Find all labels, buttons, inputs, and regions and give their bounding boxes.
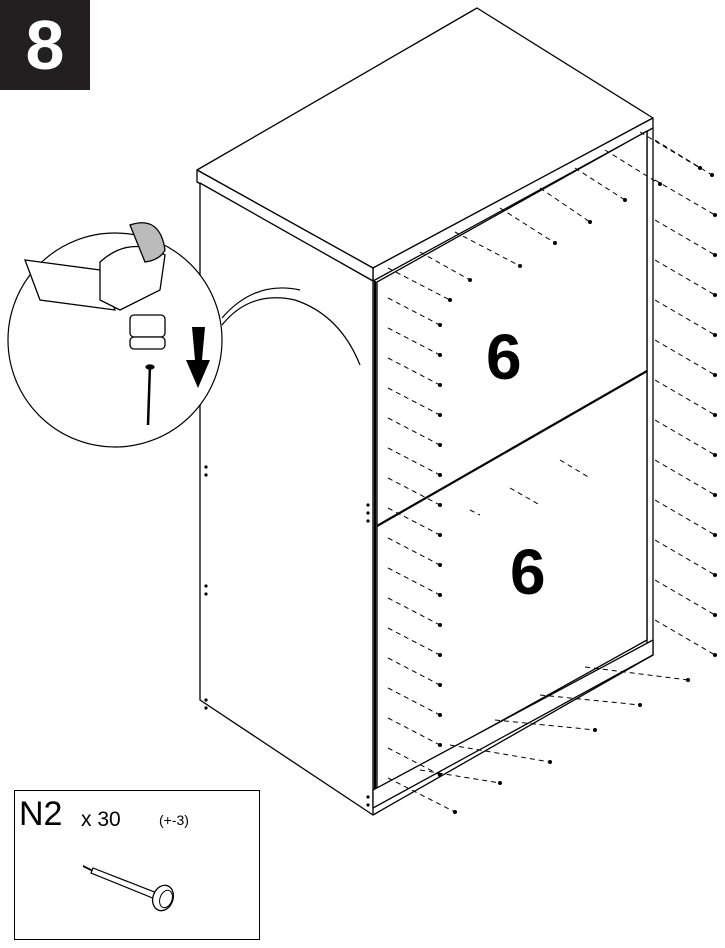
part-spare-count: (+-3)	[159, 812, 189, 828]
parts-callout: N2 x 30 (+-3)	[14, 790, 260, 940]
panel-label-lower: 6	[510, 536, 546, 608]
arrow-down-icon	[186, 327, 210, 388]
hammer-icon	[24, 222, 166, 426]
step-number-badge: 8	[0, 0, 90, 90]
part-quantity: x 30	[81, 808, 121, 831]
nail-icon	[83, 865, 175, 912]
step-number: 8	[25, 6, 65, 84]
nail-heads	[438, 166, 717, 814]
left-side-panel	[199, 182, 374, 816]
part-code: N2	[19, 795, 63, 833]
panel-label-upper: 6	[486, 321, 522, 393]
panel-seam	[376, 370, 648, 527]
nail-guide-lines	[387, 131, 716, 813]
